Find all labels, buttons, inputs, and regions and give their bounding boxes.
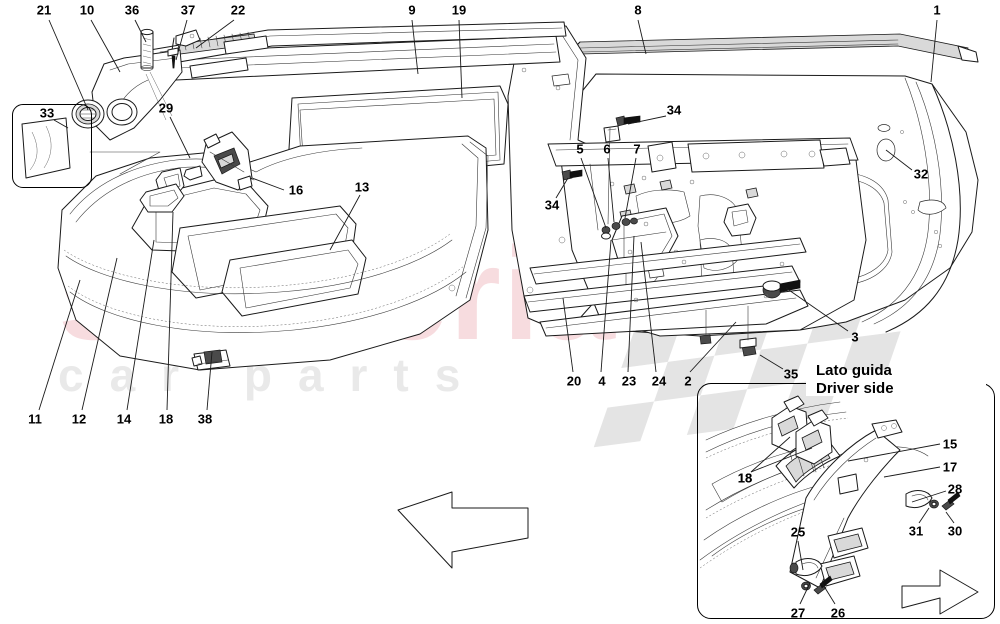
leader-29	[169, 116, 191, 159]
callout-14: 14	[116, 411, 132, 427]
callout-26: 26	[830, 605, 846, 621]
callout-24: 24	[651, 373, 667, 389]
callout-25: 25	[790, 524, 806, 540]
leader-15	[847, 443, 941, 462]
leader-7	[624, 157, 637, 219]
direction-arrow-main	[397, 491, 529, 569]
callout-18: 18	[158, 411, 174, 427]
callout-30: 30	[947, 523, 963, 539]
inset-panel-driver-side	[697, 383, 995, 619]
callout-29: 29	[158, 100, 174, 116]
leader-3	[785, 287, 849, 332]
callout-19: 19	[451, 2, 467, 18]
callout-34: 34	[666, 102, 682, 118]
leader-32	[885, 149, 913, 171]
callout-2: 2	[684, 373, 692, 389]
leader-2	[689, 321, 737, 373]
callout-8: 8	[634, 2, 642, 18]
callout-6: 6	[603, 141, 611, 157]
leader-6	[607, 157, 615, 223]
leader-17	[883, 466, 941, 478]
leader-27	[799, 582, 811, 605]
callout-31: 31	[908, 523, 924, 539]
part-36-bushing	[140, 28, 154, 71]
leader-14	[126, 239, 155, 411]
callout-18: 18	[737, 470, 753, 486]
callout-3: 3	[851, 329, 859, 345]
callout-34: 34	[544, 197, 560, 213]
inset-title-line-2: Driver side	[816, 379, 894, 397]
callout-7: 7	[633, 141, 641, 157]
leader-1	[930, 19, 938, 83]
leader-12	[81, 257, 118, 411]
part-16-switch-module	[201, 131, 253, 191]
leader-33	[53, 119, 69, 129]
inset-panel-title: Lato guida Driver side	[816, 362, 894, 397]
leader-19	[458, 19, 463, 99]
leader-22	[195, 19, 235, 49]
callout-15: 15	[942, 436, 958, 452]
part-18-door-handle	[139, 167, 185, 213]
callout-17: 17	[942, 459, 958, 475]
callout-1: 1	[933, 2, 941, 18]
leader-8	[637, 19, 647, 55]
callout-16: 16	[288, 182, 304, 198]
callout-22: 22	[230, 2, 246, 18]
leader-31	[918, 507, 930, 524]
leader-21	[48, 19, 89, 111]
leader-5	[580, 157, 607, 229]
part-33-patch	[21, 117, 161, 179]
leader-37	[175, 19, 188, 61]
leader-24	[640, 241, 657, 373]
leader-28	[911, 490, 947, 503]
callout-23: 23	[621, 373, 637, 389]
callout-4: 4	[598, 373, 606, 389]
inset-title-line-1: Lato guida	[816, 362, 892, 379]
leader-10	[90, 19, 121, 73]
leader-38	[206, 351, 213, 411]
leader-35	[759, 354, 784, 370]
callout-28: 28	[947, 481, 963, 497]
leader-25	[797, 540, 804, 571]
leader-30	[945, 511, 955, 524]
callout-36: 36	[124, 2, 140, 18]
callout-33: 33	[39, 105, 55, 121]
detail-box-33	[12, 104, 92, 188]
leader-26	[821, 582, 836, 605]
part-8-outer-weatherstrip	[555, 33, 979, 67]
callout-21: 21	[36, 2, 52, 18]
leader-34	[627, 115, 667, 125]
callout-9: 9	[408, 2, 416, 18]
leader-16	[251, 177, 285, 191]
leader-18	[750, 447, 813, 473]
leader-34	[555, 177, 569, 199]
part-29-clip	[183, 165, 203, 181]
callout-37: 37	[180, 2, 196, 18]
callout-5: 5	[576, 141, 584, 157]
callout-10: 10	[79, 2, 95, 18]
callout-27: 27	[790, 605, 806, 621]
leader-13	[329, 194, 361, 251]
part-38-striker	[191, 349, 231, 371]
callout-20: 20	[566, 373, 582, 389]
leader-23	[627, 235, 635, 373]
callout-12: 12	[71, 411, 87, 427]
leader-36	[134, 19, 147, 43]
callout-38: 38	[197, 411, 213, 427]
part-10-upper-trim	[71, 49, 183, 141]
leader-18	[750, 436, 791, 473]
leader-11	[38, 279, 81, 411]
leader-20	[562, 297, 574, 373]
callout-11: 11	[28, 411, 42, 427]
callout-18: 18	[737, 470, 753, 486]
callout-13: 13	[354, 179, 370, 195]
callout-32: 32	[913, 166, 929, 182]
leader-9	[411, 19, 419, 75]
leader-18	[166, 211, 174, 411]
leader-4	[600, 239, 612, 373]
callout-35: 35	[783, 366, 799, 382]
